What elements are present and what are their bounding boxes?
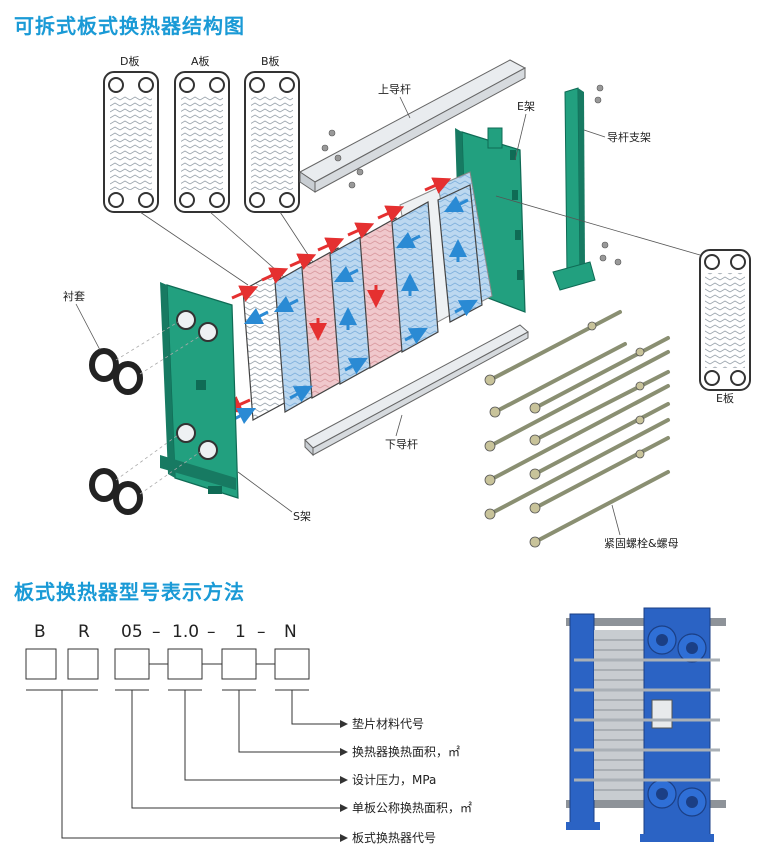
- flow-arrows: [223, 177, 478, 425]
- code-dash-3: –: [257, 622, 266, 642]
- b-plate-label: B板: [261, 54, 280, 68]
- code-box-2: [67, 648, 99, 680]
- model-title: 板式换热器型号表示方法: [14, 580, 245, 604]
- bolts-label: 紧固螺栓&螺母: [604, 536, 679, 550]
- bolt-nuts: [484, 321, 645, 548]
- s-frame-label: S架: [293, 510, 311, 523]
- legend-single-plate-area: 单板公称换热面积，㎡: [352, 801, 472, 815]
- d-plate: [103, 71, 159, 213]
- a-plate-label: A板: [191, 54, 210, 68]
- s-frame-leader: [237, 471, 293, 513]
- lower-guide-label: 下导杆: [385, 437, 418, 451]
- upper-guide-bar: [299, 59, 527, 193]
- d-plate-leader: [139, 211, 249, 286]
- code-dash-2: –: [207, 622, 216, 642]
- upper-guide-leader: [399, 96, 411, 119]
- e-plate: [699, 249, 751, 391]
- guide-support-label: 导杆支架: [607, 130, 651, 144]
- a-plate-leader: [209, 211, 286, 279]
- b-plate: [244, 71, 300, 213]
- e-plate-label: E板: [716, 391, 734, 405]
- code-char-2: R: [78, 622, 90, 642]
- legend-gasket-material: 垫片材料代号: [352, 716, 424, 731]
- structure-title: 可拆式板式换热器结构图: [14, 14, 245, 38]
- code-char-1: B: [34, 622, 46, 642]
- bolts-leader: [611, 504, 621, 536]
- lower-guide-leader: [395, 414, 403, 437]
- upper-fasteners: [321, 129, 364, 189]
- code-dash-1: –: [152, 622, 161, 642]
- tie-bolts: [488, 310, 670, 544]
- code-box-3: [114, 648, 150, 680]
- gasket-leader: [75, 303, 101, 351]
- guide-support: [552, 87, 596, 291]
- code-box-5: [221, 648, 257, 680]
- model-code: B R 05 – 1.0 – 1 – N: [25, 622, 472, 845]
- gaskets: [89, 348, 143, 515]
- s-frame: [160, 282, 239, 499]
- support-fasteners: [594, 84, 622, 266]
- a-plate: [174, 71, 230, 213]
- legend-design-pressure: 设计压力，MPa: [352, 773, 436, 787]
- code-box-6: [274, 648, 310, 680]
- legend-total-area: 换热器换热面积，㎡: [352, 745, 460, 759]
- e-frame-leader: [514, 113, 527, 161]
- upper-guide-label: 上导杆: [378, 82, 411, 96]
- code-char-5: 1: [235, 622, 246, 642]
- e-frame-label: E架: [517, 100, 535, 113]
- code-box-4: [167, 648, 203, 680]
- d-plate-label: D板: [120, 54, 139, 68]
- legend-exchanger-code: 板式换热器代号: [352, 831, 436, 845]
- code-char-4: 1.0: [172, 622, 199, 642]
- gasket-label: 衬套: [63, 290, 85, 303]
- code-char-6: N: [284, 622, 297, 642]
- lower-guide-bar: [304, 324, 529, 457]
- product-illustration: [566, 607, 726, 842]
- guide-support-leader: [583, 129, 606, 138]
- code-box-1: [25, 648, 57, 680]
- e-plate-leader: [495, 195, 701, 256]
- gasket-guide-lines: [115, 321, 201, 495]
- code-char-3: 05: [121, 622, 143, 642]
